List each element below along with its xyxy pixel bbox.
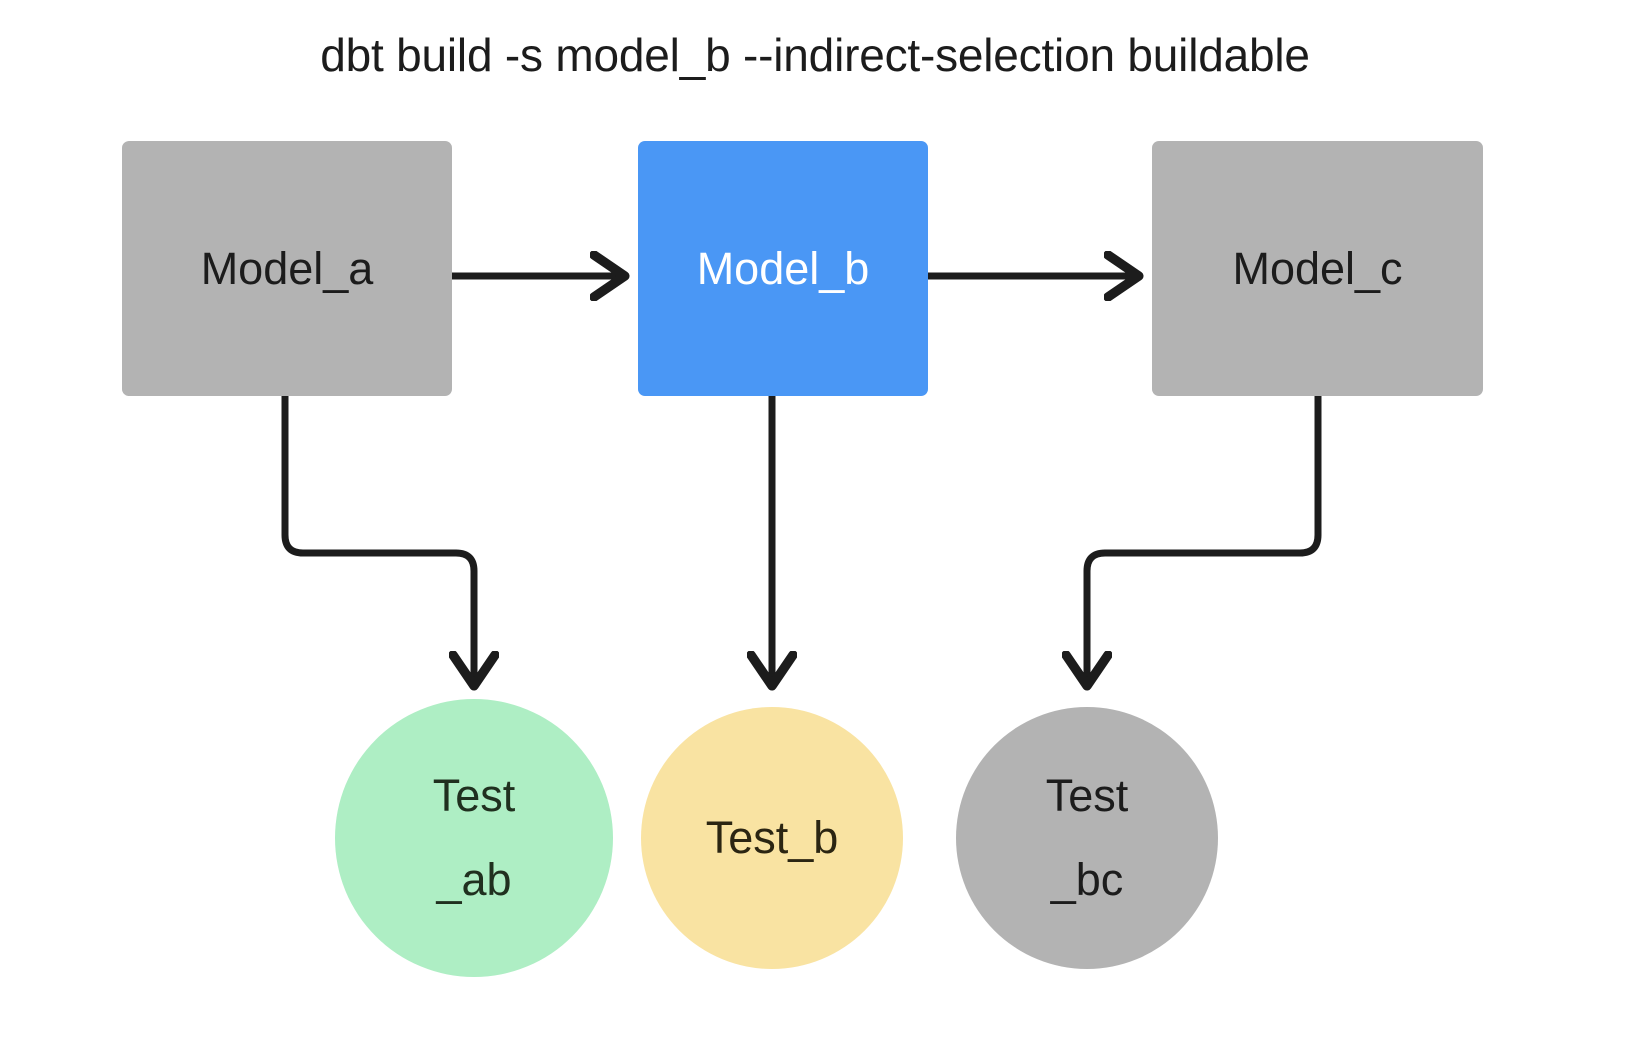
node-model-a-label: Model_a [200, 242, 374, 294]
node-test-ab-label-line2: _ab [436, 854, 512, 905]
node-model-c[interactable]: Model_c [1152, 141, 1483, 396]
node-model-b-label: Model_b [696, 242, 870, 294]
node-test-ab-label-line1: Test [432, 770, 516, 821]
node-test-b[interactable]: Test_b [641, 707, 903, 969]
node-test-bc-label-line1: Test [1045, 770, 1129, 821]
page-title: dbt build -s model_b --indirect-selectio… [320, 29, 1310, 81]
node-test-bc-label-line2: _bc [1050, 854, 1124, 905]
node-test-b-label-line1: Test_b [705, 812, 839, 863]
node-test-ab[interactable]: Test _ab [335, 699, 613, 977]
node-model-b[interactable]: Model_b [638, 141, 928, 396]
node-model-c-label: Model_c [1232, 242, 1403, 294]
connector-model-a-to-test-ab [281, 392, 474, 683]
node-test-bc[interactable]: Test _bc [956, 707, 1218, 969]
connector-model-c-to-test-bc [1087, 392, 1322, 683]
node-model-a[interactable]: Model_a [122, 141, 452, 396]
